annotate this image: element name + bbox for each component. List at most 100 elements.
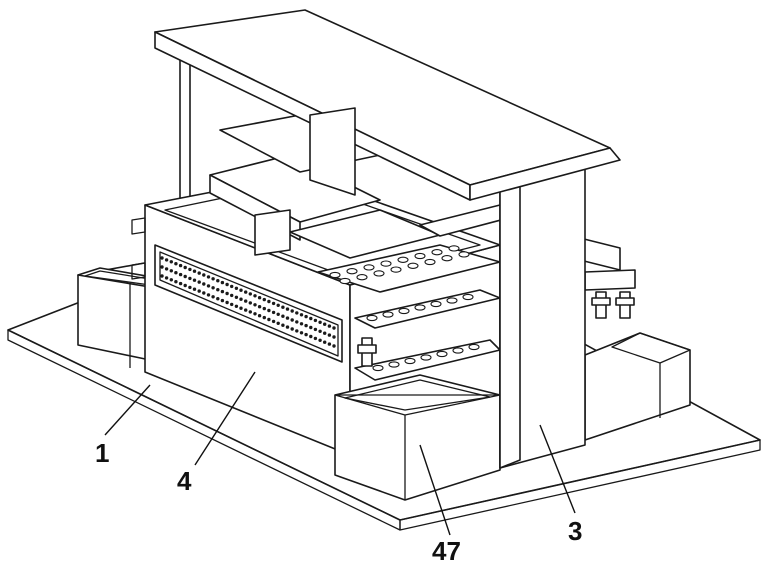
slot-dot — [332, 326, 335, 329]
perforation-hole — [437, 351, 447, 356]
slot-dot — [267, 309, 270, 312]
slot-dot — [263, 307, 266, 310]
slot-dot — [188, 268, 191, 271]
perforation-hole — [391, 267, 401, 272]
slot-dot — [179, 264, 182, 267]
slot-dot — [174, 271, 177, 274]
slot-dot — [309, 326, 312, 329]
perforation-hole — [415, 253, 425, 258]
slot-dot — [165, 258, 168, 261]
slot-dot — [281, 315, 284, 318]
slot-dot — [193, 270, 196, 273]
slot-dot — [239, 298, 242, 301]
slot-dot — [198, 271, 201, 274]
perforation-hole — [399, 308, 409, 313]
slot-dot — [304, 315, 307, 318]
slot-dot — [258, 296, 261, 299]
part-label-3: 3 — [568, 516, 582, 546]
slot-dot — [198, 289, 201, 292]
slot-dot — [235, 287, 238, 290]
slot-dot — [179, 273, 182, 276]
slot-dot — [328, 324, 331, 327]
slot-dot — [170, 278, 173, 281]
perforation-hole — [367, 315, 377, 320]
slot-dot — [225, 292, 228, 295]
slot-dot — [202, 273, 205, 276]
slot-dot — [244, 308, 247, 311]
perforation-hole — [389, 362, 399, 367]
slot-dot — [323, 323, 326, 326]
perforation-hole — [357, 275, 367, 280]
slot-dot — [207, 293, 210, 296]
perforation-hole — [421, 355, 431, 360]
perforation-hole — [459, 252, 469, 257]
slot-dot — [318, 321, 321, 324]
slot-dot — [211, 277, 214, 280]
slot-dot — [277, 322, 280, 325]
slot-dot — [323, 341, 326, 344]
perforation-hole — [364, 265, 374, 270]
slot-dot — [211, 295, 214, 298]
slot-dot — [244, 299, 247, 302]
slot-dot — [309, 317, 312, 320]
perforation-hole — [383, 312, 393, 317]
slot-dot — [188, 286, 191, 289]
part-label-47: 47 — [432, 536, 461, 566]
slot-dot — [295, 311, 298, 314]
slot-dot — [221, 290, 224, 293]
slot-dot — [160, 274, 163, 277]
perforation-hole — [469, 344, 479, 349]
slot-dot — [230, 294, 233, 297]
slot-dot — [216, 297, 219, 300]
slot-dot — [207, 284, 210, 287]
slot-dot — [300, 313, 303, 316]
slot-dot — [304, 324, 307, 327]
slot-dot — [277, 313, 280, 316]
slot-dot — [235, 305, 238, 308]
slot-dot — [170, 260, 173, 263]
perforation-hole — [381, 261, 391, 266]
slot-dot — [198, 280, 201, 283]
slot-dot — [221, 281, 224, 284]
slot-dot — [179, 282, 182, 285]
perforation-hole — [425, 259, 435, 264]
slot-dot — [332, 335, 335, 338]
slot-dot — [267, 300, 270, 303]
slot-dot — [253, 294, 256, 297]
slot-dot — [244, 290, 247, 293]
leader-1 — [105, 385, 150, 435]
perforation-hole — [373, 365, 383, 370]
slot-dot — [211, 286, 214, 289]
slot-dot — [202, 282, 205, 285]
slot-dot — [193, 288, 196, 291]
slot-dot — [249, 292, 252, 295]
perforation-hole — [398, 257, 408, 262]
perforation-hole — [463, 294, 473, 299]
back-post — [180, 55, 190, 210]
slot-dot — [202, 291, 205, 294]
slot-dot — [165, 276, 168, 279]
slot-dot — [249, 310, 252, 313]
part-label-1: 1 — [95, 438, 109, 468]
slot-dot — [328, 342, 331, 345]
slot-dot — [221, 299, 224, 302]
perforation-hole — [340, 278, 350, 283]
slot-dot — [272, 302, 275, 305]
slot-dot — [258, 305, 261, 308]
slot-dot — [216, 279, 219, 282]
slot-dot — [281, 306, 284, 309]
perforation-hole — [449, 246, 459, 251]
slot-dot — [216, 288, 219, 291]
slot-dot — [253, 312, 256, 315]
slot-dot — [188, 277, 191, 280]
slot-dot — [291, 318, 294, 321]
slot-dot — [230, 303, 233, 306]
perforation-hole — [442, 256, 452, 261]
perforation-hole — [374, 271, 384, 276]
slot-dot — [225, 301, 228, 304]
perforation-hole — [453, 348, 463, 353]
slot-dot — [309, 335, 312, 338]
slot-dot — [263, 298, 266, 301]
slot-dot — [277, 304, 280, 307]
